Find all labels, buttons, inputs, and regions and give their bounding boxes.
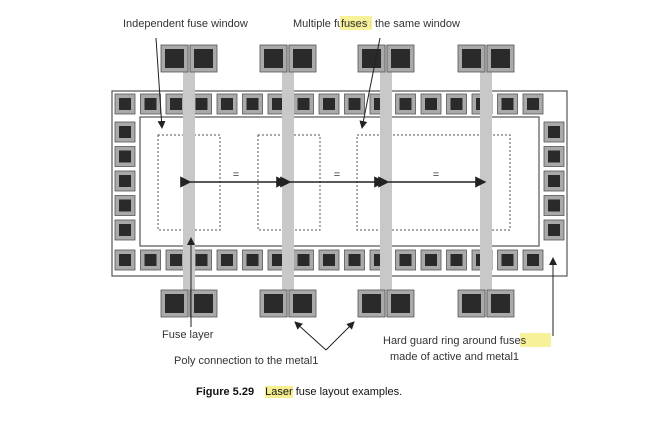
- equal-mark-2: =: [334, 169, 340, 181]
- guard-cell: [242, 249, 263, 271]
- guard-cell: [543, 195, 565, 216]
- guard-cell: [543, 219, 565, 241]
- label-guard-ring-line1: Hard guard ring around fuses: [383, 335, 527, 347]
- guard-cell: [216, 93, 238, 115]
- guard-cell: [543, 170, 565, 192]
- guard-cell: [318, 93, 340, 115]
- guard-cell: [114, 170, 136, 192]
- guard-cell: [114, 93, 136, 115]
- guard-cell: [114, 219, 136, 241]
- fuse-layout-diagram: = = = Independent fuse window Multiple f…: [111, 16, 568, 367]
- label-guard-ring-line2: made of active and metal1: [390, 351, 519, 363]
- guard-cell: [114, 121, 136, 143]
- contact-pad-bottom: [288, 289, 317, 318]
- fuse-stripe: [282, 45, 294, 317]
- contact-pad-bottom: [357, 289, 386, 318]
- fuse-stripe: [380, 45, 392, 317]
- pointer-lines: [155, 37, 557, 351]
- guard-cell: [165, 93, 187, 115]
- guard-cell: [543, 146, 565, 167]
- label-multiple-fuses: Multiple fuses in the same window: [293, 18, 460, 30]
- contact-pad-bottom: [189, 289, 218, 318]
- figure-caption: Figure 5.29 Laser fuse layout examples.: [196, 386, 402, 398]
- guard-cell: [216, 249, 238, 271]
- contact-pad-bottom: [259, 289, 288, 318]
- guard-cell: [318, 249, 340, 271]
- guard-cell: [191, 249, 212, 271]
- guard-cell: [420, 93, 442, 115]
- guard-cell: [522, 249, 544, 271]
- fuse-stripe: [183, 45, 195, 317]
- equal-mark-1: =: [233, 169, 239, 181]
- guard-cell: [293, 249, 314, 271]
- guard-cell: [140, 249, 161, 271]
- guard-cell: [446, 93, 467, 115]
- guard-cell: [522, 93, 544, 115]
- guard-cell: [420, 249, 442, 271]
- guard-cell: [140, 93, 161, 115]
- contact-pad-top: [457, 44, 486, 73]
- label-independent-window: Independent fuse window: [123, 18, 248, 30]
- spacing-arrows: = = =: [180, 169, 487, 188]
- guard-cell: [114, 195, 136, 216]
- contact-pad-top: [189, 44, 218, 73]
- guard-cell: [446, 249, 467, 271]
- equal-mark-3: =: [433, 169, 439, 181]
- guard-cell: [242, 93, 263, 115]
- fuse-stripe: [480, 45, 492, 317]
- label-fuse-layer: Fuse layer: [162, 329, 214, 341]
- guard-cell: [344, 249, 365, 271]
- contact-pad-top: [386, 44, 415, 73]
- contact-pad-bottom: [457, 289, 486, 318]
- guard-cell: [497, 249, 518, 271]
- caption-rest: fuse layout examples.: [292, 386, 403, 398]
- figure-number: Figure 5.29: [196, 386, 255, 398]
- contact-pad-top: [357, 44, 386, 73]
- contact-pad-bottom: [486, 289, 515, 318]
- guard-ring: [111, 90, 568, 277]
- guard-cell: [497, 93, 518, 115]
- contact-pad-top: [288, 44, 317, 73]
- guard-cell: [395, 249, 416, 271]
- guard-cell: [293, 93, 314, 115]
- guard-cell: [114, 249, 136, 271]
- contact-pad-bottom: [160, 289, 189, 318]
- multiple-fuses-highlight-bg: [340, 16, 372, 30]
- guard-fuses-highlight-bg: [520, 333, 551, 347]
- label-poly-connection: Poly connection to the metal1: [174, 355, 318, 367]
- guard-cell: [344, 93, 365, 115]
- guard-fuses-highlight: fuses: [500, 335, 527, 347]
- contact-pad-top: [486, 44, 515, 73]
- contact-pad-bottom: [386, 289, 415, 318]
- guard-cell: [114, 146, 136, 167]
- guard-cell: [543, 121, 565, 143]
- multiple-fuses-highlight-text: fuses: [341, 18, 368, 30]
- contact-pad-top: [160, 44, 189, 73]
- contact-pads: [160, 44, 515, 318]
- contact-pad-top: [259, 44, 288, 73]
- caption-highlight: Laser: [265, 386, 293, 398]
- guard-cell: [395, 93, 416, 115]
